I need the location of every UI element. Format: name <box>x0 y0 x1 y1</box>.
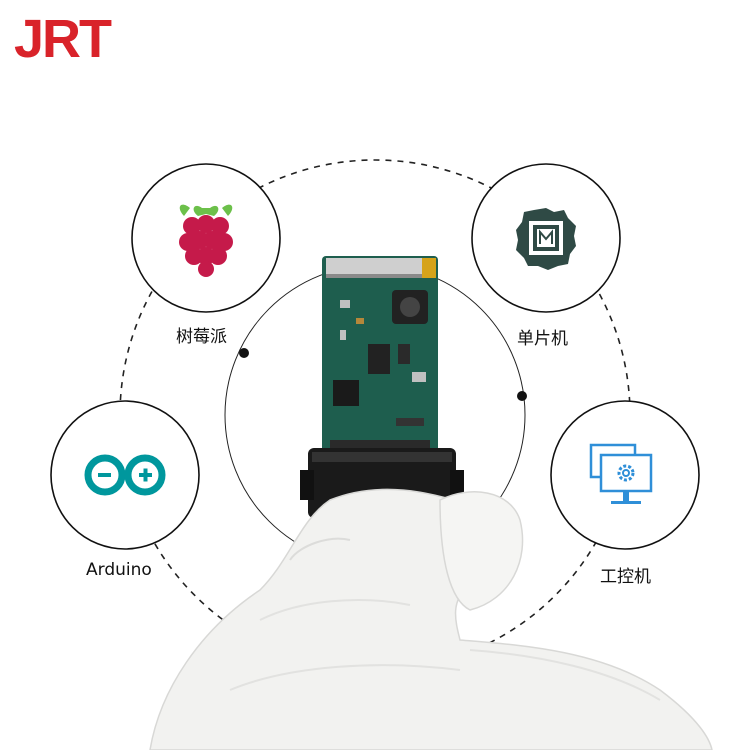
ring-dot-right <box>517 391 527 401</box>
chip-icon <box>516 208 576 270</box>
pcb-module <box>322 256 438 452</box>
ring-dot-left <box>239 348 249 358</box>
label-mcu: 单片机 <box>517 329 568 349</box>
label-arduino: Arduino <box>86 560 152 580</box>
label-ipc: 工控机 <box>600 567 651 587</box>
brand-logo: JRT <box>14 9 112 69</box>
logo-text: JRT <box>14 9 112 69</box>
monitor-gear-icon <box>589 443 653 504</box>
raspberry-icon <box>179 204 233 277</box>
glove-hand <box>149 488 713 750</box>
arduino-icon <box>84 454 166 496</box>
label-raspberry-pi: 树莓派 <box>176 327 227 347</box>
